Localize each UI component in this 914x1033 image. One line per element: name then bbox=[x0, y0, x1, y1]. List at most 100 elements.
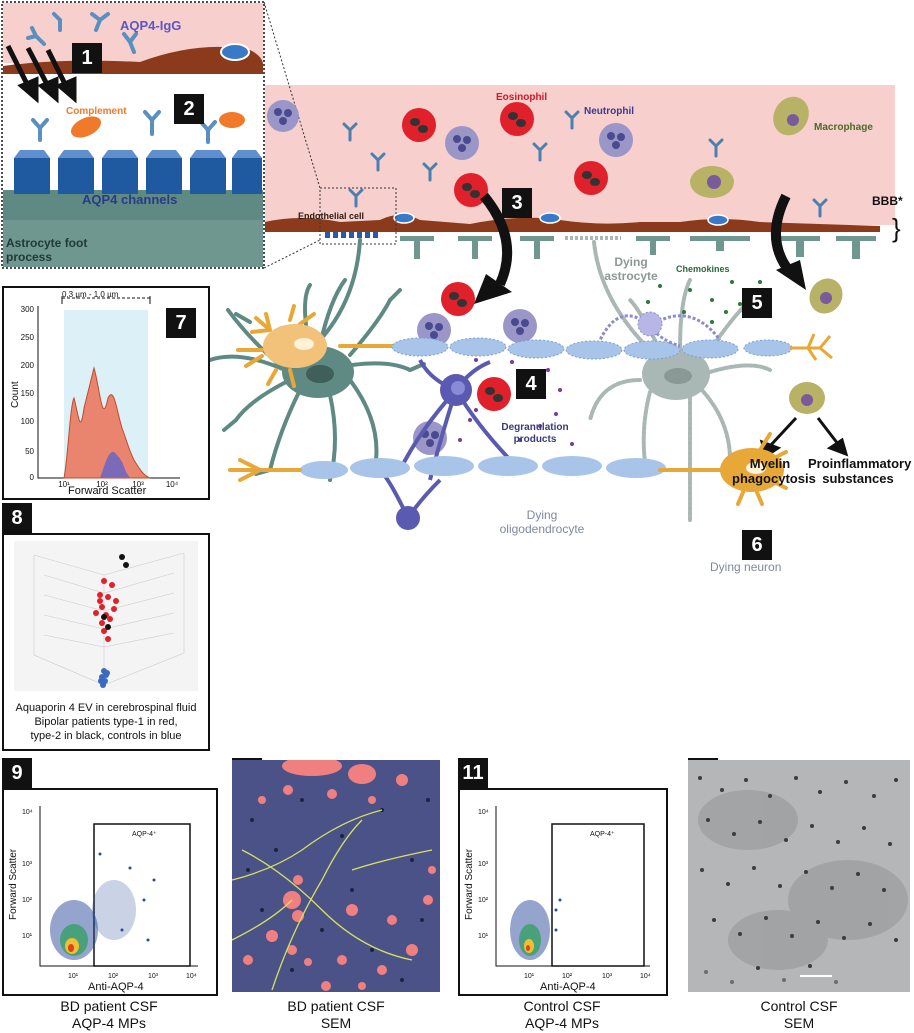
y-tick: 150 bbox=[21, 389, 35, 398]
endothelial-cell-label: Endothelial cell bbox=[298, 211, 365, 221]
x-tick: 10² bbox=[562, 973, 573, 980]
axis-ticks: 10¹ 10² 10³ 10⁴ 10¹ 10² 10³ 10⁴ bbox=[22, 809, 197, 980]
y-tick: 100 bbox=[21, 417, 35, 426]
panel-11-caption: Control CSF AQP-4 MPs bbox=[458, 998, 666, 1032]
aqp4-igg-antibodies bbox=[26, 12, 217, 144]
histogram-chart: 0.3 µm - 1.0 µm Count Forward Scatter 0 … bbox=[10, 290, 180, 497]
x-tick: 10⁴ bbox=[166, 480, 179, 489]
badge-8: 8 bbox=[2, 503, 32, 533]
axis-ticks: 10¹ 10² 10³ 10⁴ 10¹ 10² 10³ 10⁴ bbox=[478, 809, 651, 980]
badge-9: 9 bbox=[2, 758, 32, 788]
y-tick: 250 bbox=[21, 333, 35, 342]
y-tick: 10¹ bbox=[478, 933, 489, 940]
neutrophils bbox=[267, 100, 633, 455]
gate-label: AQP-4⁺ bbox=[590, 831, 615, 838]
flow-plot-control: AQP-4⁺ Forward Scatter Anti-AQP-4 10¹ 10… bbox=[464, 806, 651, 993]
bd-type2-points bbox=[101, 554, 129, 630]
y-ticks: 0 50 100 150 200 250 300 bbox=[21, 305, 35, 482]
astrocyte-foot-label: Astrocyte foot process bbox=[6, 236, 88, 264]
caption-line: Control CSF bbox=[523, 998, 601, 1014]
x-axis-label: Forward Scatter bbox=[68, 485, 147, 497]
control-points bbox=[98, 668, 110, 688]
inset-membrane bbox=[3, 190, 263, 220]
chemokine-dots bbox=[646, 280, 762, 324]
dying-astrocyte-nucleus bbox=[664, 368, 692, 384]
y-tick: 10⁴ bbox=[478, 809, 489, 816]
y-axis-label: Forward Scatter bbox=[464, 848, 475, 920]
caption-line: BD patient CSF bbox=[60, 998, 158, 1014]
sem-particles bbox=[243, 760, 436, 991]
x-ticks: 10¹ 10² 10³ 10⁴ bbox=[58, 480, 179, 489]
x-tick: 10² bbox=[108, 973, 119, 980]
dying-neuron-label: Dying neuron bbox=[710, 560, 782, 574]
badge-11: 11 bbox=[458, 758, 488, 788]
x-axis-label: Anti-AQP-4 bbox=[88, 981, 144, 993]
penetration-arrows bbox=[5, 44, 77, 104]
gate-rectangle bbox=[551, 823, 645, 967]
y-tick: 10¹ bbox=[22, 933, 33, 940]
schematic-diagram bbox=[1, 1, 895, 530]
y-tick: 0 bbox=[30, 473, 35, 482]
mini-channels bbox=[325, 232, 378, 238]
caption-line: Bipolar patients type-1 in red, bbox=[34, 716, 178, 728]
upper-neuron-terminal bbox=[790, 333, 833, 361]
lower-axon-myelin bbox=[300, 456, 666, 479]
x-tick: 10¹ bbox=[524, 973, 535, 980]
bbb-label: BBB* bbox=[872, 194, 903, 208]
macrophage-output-arrows bbox=[759, 416, 849, 459]
sem-image-control bbox=[688, 760, 910, 992]
caption-line: SEM bbox=[320, 1015, 352, 1031]
histogram-series-red bbox=[63, 366, 151, 479]
panel-8-caption: Aquaporin 4 EV in cerebrospinal fluid Bi… bbox=[4, 701, 208, 743]
inset-foot-process bbox=[3, 220, 263, 267]
eosinophil-label: Eosinophil bbox=[496, 92, 548, 103]
x-tick: 10⁴ bbox=[640, 973, 651, 980]
range-label: 0.3 µm - 1.0 µm bbox=[62, 290, 119, 299]
macrophages bbox=[690, 96, 843, 414]
panel-7: 7 0.3 µm - 1.0 µm Count Forward Scatter … bbox=[2, 286, 210, 500]
sem-fibers bbox=[232, 809, 433, 991]
panel-11: AQP-4⁺ Forward Scatter Anti-AQP-4 10¹ 10… bbox=[458, 788, 668, 996]
caption-line: BD patient CSF bbox=[287, 998, 385, 1014]
y-axis-label: Count bbox=[10, 381, 21, 408]
upper-axon-myelin bbox=[391, 337, 793, 360]
badge-7: 7 bbox=[166, 308, 196, 338]
panel-10-caption: BD patient CSF SEM bbox=[232, 998, 440, 1032]
endothelial-nucleus bbox=[393, 212, 415, 224]
astrocyte-nucleus bbox=[306, 365, 334, 383]
flow-plot-bd: AQP-4⁺ Forward Scatter Anti-AQP-4 10¹ 10… bbox=[8, 806, 198, 993]
badge-1: 1 bbox=[72, 43, 102, 73]
oligodendrocyte-nucleus bbox=[451, 381, 465, 395]
x-tick: 10² bbox=[96, 480, 108, 489]
scatter-cloud bbox=[50, 852, 156, 960]
proinflammatory-label: Proinflammatory substances bbox=[808, 456, 912, 486]
x-tick: 10³ bbox=[602, 973, 613, 980]
y-tick: 10² bbox=[22, 897, 33, 904]
bbb-bracket: } bbox=[892, 213, 901, 243]
x-axis-label: Anti-AQP-4 bbox=[540, 981, 596, 993]
panel-8: Aquaporin 4 EV in cerebrospinal fluid Bi… bbox=[2, 533, 210, 751]
badge-6: 6 bbox=[742, 530, 772, 560]
endothelial-nucleus bbox=[707, 214, 729, 226]
endothelial-nucleus bbox=[539, 212, 561, 224]
3d-scatter bbox=[14, 541, 198, 691]
y-tick: 300 bbox=[21, 305, 35, 314]
astrocyte-endfeet bbox=[400, 236, 876, 259]
aqp4-channels bbox=[14, 150, 262, 194]
panel-9-caption: BD patient CSF AQP-4 MPs bbox=[2, 998, 216, 1032]
badge-2: 2 bbox=[174, 94, 204, 124]
migration-arrows bbox=[474, 192, 806, 304]
caption-line: type-2 in black, controls in blue bbox=[30, 730, 182, 742]
neutrophil-label: Neutrophil bbox=[584, 106, 634, 117]
complement-label: Complement bbox=[66, 106, 127, 117]
range-bracket-ends bbox=[61, 296, 151, 304]
x-tick: 10⁴ bbox=[186, 973, 197, 980]
x-tick: 10³ bbox=[148, 973, 159, 980]
x-tick: 10³ bbox=[132, 480, 144, 489]
badge-5: 5 bbox=[742, 288, 772, 318]
complement-protein bbox=[71, 116, 101, 138]
lower-neuron-nucleus bbox=[746, 462, 766, 474]
complement-protein bbox=[219, 112, 245, 128]
caption-line: SEM bbox=[783, 1015, 815, 1031]
eosinophils bbox=[402, 102, 608, 411]
